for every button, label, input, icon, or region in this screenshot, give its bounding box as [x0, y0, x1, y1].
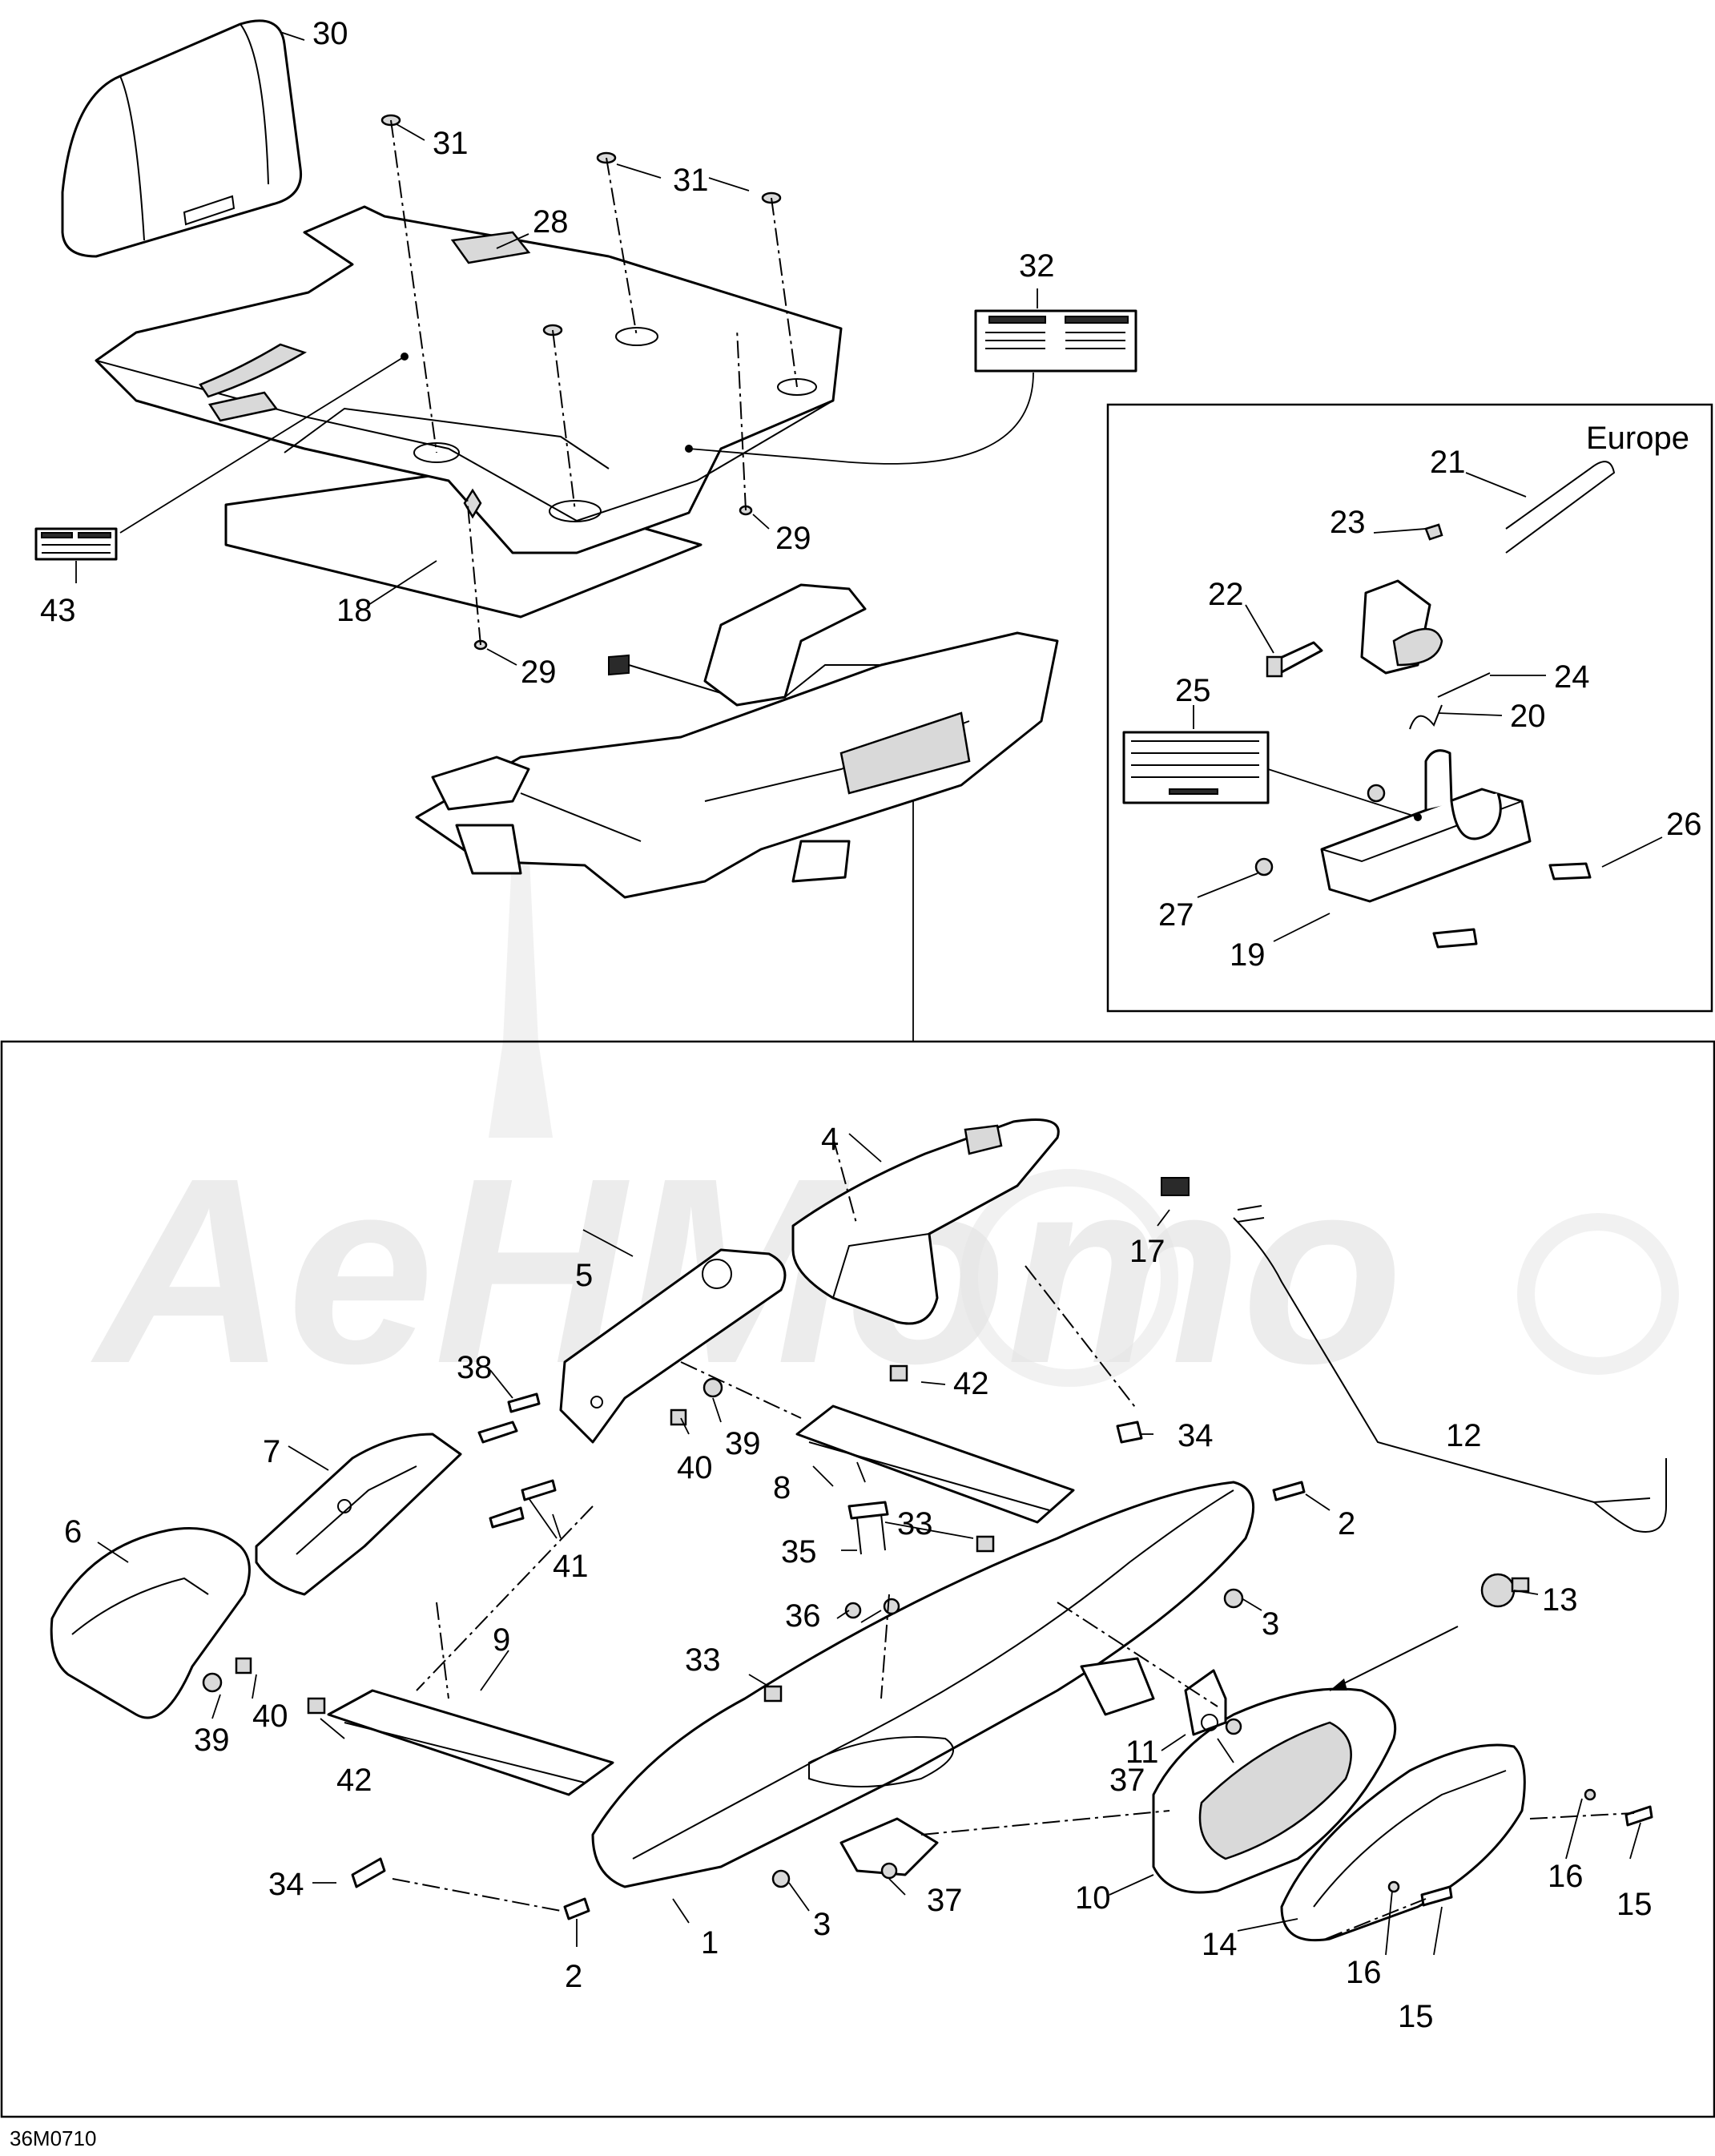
region-label-europe: Europe — [1586, 421, 1689, 456]
callout-25: 25 — [1175, 673, 1211, 708]
callout-24: 24 — [1554, 659, 1590, 695]
decal-32 — [974, 309, 1137, 373]
callout-42: 42 — [336, 1763, 372, 1798]
callout-6: 6 — [64, 1514, 82, 1549]
diagram-code: 36M0710 — [10, 2126, 96, 2150]
callout-31: 31 — [433, 126, 469, 161]
callout-39: 39 — [725, 1426, 761, 1461]
callout-37: 37 — [1109, 1763, 1145, 1798]
callout-2: 2 — [1338, 1506, 1355, 1541]
callout-16: 16 — [1548, 1859, 1584, 1894]
callout-17: 17 — [1129, 1234, 1165, 1269]
callout-34: 34 — [268, 1867, 304, 1902]
lower-assembly — [50, 1118, 1667, 1942]
fasteners-top — [380, 114, 798, 651]
callout-33: 33 — [897, 1506, 933, 1541]
callout-32: 32 — [1019, 248, 1055, 284]
europe-inset — [1122, 461, 1663, 949]
callout-35: 35 — [781, 1534, 817, 1570]
callout-23: 23 — [1330, 505, 1366, 540]
callout-18: 18 — [336, 593, 372, 628]
callout-39: 39 — [194, 1723, 230, 1758]
callout-43: 43 — [40, 593, 76, 628]
callout-19: 19 — [1230, 937, 1266, 973]
callout-15: 15 — [1616, 1887, 1653, 1922]
leaders-top — [75, 31, 1038, 666]
europe-inset-frame — [1106, 403, 1713, 1013]
callout-10: 10 — [1075, 1880, 1111, 1916]
callout-labels: 30 31 31 28 32 29 29 43 18 Europe 21 23 … — [10, 16, 1702, 2150]
callout-15: 15 — [1398, 1999, 1434, 2034]
callout-1: 1 — [701, 1925, 719, 1961]
part-30-cover — [61, 19, 303, 258]
callout-34: 34 — [1178, 1418, 1214, 1453]
part-28-deck — [95, 205, 843, 554]
callout-4: 4 — [821, 1122, 839, 1157]
callout-8: 8 — [773, 1470, 791, 1505]
callout-36: 36 — [785, 1598, 821, 1634]
lower-assembly-frame — [0, 1040, 1715, 2118]
callout-22: 22 — [1208, 577, 1244, 612]
callout-27: 27 — [1158, 897, 1194, 933]
rack-assembly-top — [415, 583, 1059, 899]
watermark: AeHMomo — [88, 841, 1679, 1418]
callout-41: 41 — [553, 1549, 589, 1584]
callout-3: 3 — [813, 1907, 831, 1942]
callout-12: 12 — [1446, 1418, 1482, 1453]
callout-5: 5 — [575, 1258, 593, 1293]
callout-29: 29 — [775, 521, 811, 556]
callout-3: 3 — [1262, 1606, 1279, 1642]
callout-7: 7 — [263, 1434, 280, 1469]
callout-16: 16 — [1346, 1955, 1382, 1990]
callout-14: 14 — [1202, 1927, 1238, 1962]
callout-33: 33 — [685, 1642, 721, 1678]
callout-37: 37 — [927, 1883, 963, 1918]
callout-26: 26 — [1666, 807, 1702, 842]
callout-20: 20 — [1510, 699, 1546, 734]
callout-13: 13 — [1542, 1582, 1578, 1618]
leaders-lower — [97, 1133, 1641, 1956]
callout-30: 30 — [312, 16, 348, 51]
callout-40: 40 — [677, 1450, 713, 1485]
callout-2: 2 — [565, 1959, 582, 1994]
decal-43 — [34, 527, 118, 561]
callout-11: 11 — [1125, 1735, 1159, 1770]
part-18-mat — [224, 471, 703, 619]
callout-40: 40 — [252, 1699, 288, 1734]
callout-38: 38 — [457, 1350, 493, 1385]
callout-28: 28 — [533, 204, 569, 240]
callout-31: 31 — [673, 163, 709, 198]
callout-21: 21 — [1430, 445, 1466, 480]
callout-29: 29 — [521, 655, 557, 690]
callout-42: 42 — [953, 1366, 989, 1401]
callout-9: 9 — [493, 1622, 510, 1658]
